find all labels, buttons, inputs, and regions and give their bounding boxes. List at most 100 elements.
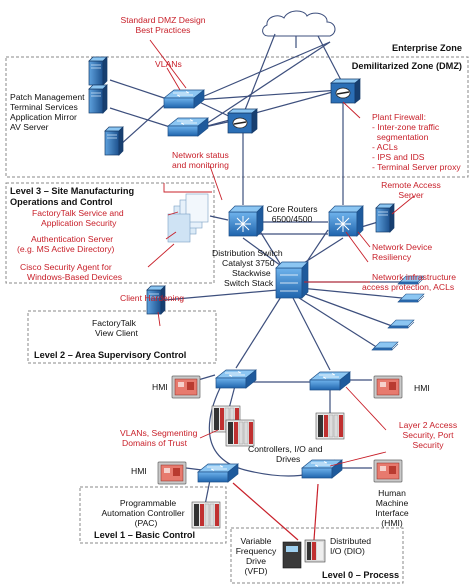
dist-switch-label-line2: Catalyst 3750: [222, 258, 275, 268]
callout-firewall-line4: - ACLs: [372, 142, 398, 152]
hmi-full-label-line3: Interface: [375, 508, 409, 518]
callout-dmz-best-practices: Standard DMZ Design Best Practices: [120, 15, 205, 35]
level3-zone: Level 3 – Site Manufacturing Operations …: [5, 182, 215, 284]
core-routers-label: Core Routers 6500/4500: [266, 204, 317, 224]
callout-factorytalk-line1: FactoryTalk Service and: [32, 208, 124, 218]
callout-auth-server: Authentication Server (e.g. MS Active Di…: [17, 234, 115, 254]
callout-remote-line2: Server: [398, 190, 423, 200]
dist-switch-label-line4: Switch Stack: [224, 278, 274, 288]
callout-vlans-trust-line2: Domains of Trust: [122, 438, 188, 448]
callout-network-status: Network status and monitoring: [172, 150, 229, 170]
callout-firewall-line6: - Terminal Server proxy: [372, 162, 461, 172]
distribution-switch-label: Distribution Switch Catalyst 3750 Stackw…: [212, 248, 283, 288]
hmi-label-right-upper: HMI: [414, 383, 430, 393]
callout-resiliency-line2: Resiliency: [372, 252, 412, 262]
hmi-label-left-lower: HMI: [131, 466, 147, 476]
controllers-label-line2: Drives: [276, 454, 300, 464]
core-routers-label-line1: Core Routers: [266, 204, 317, 214]
dmz-servers-label: Patch Management Terminal Services Appli…: [10, 92, 85, 132]
vfd-label-line2: Frequency: [236, 546, 277, 556]
level3-label-line1: Level 3 – Site Manufacturing: [10, 186, 134, 196]
callout-l2-line1: Layer 2 Access: [399, 420, 457, 430]
dio-module-icon: [304, 539, 326, 563]
dio-label-line2: I/O (DIO): [330, 546, 365, 556]
level1-zone: Level 1 – Basic Control: [79, 486, 227, 544]
enterprise-zone: Enterprise Zone: [392, 43, 462, 53]
dmz-firewall-icons: [227, 78, 361, 134]
dmz-switch-icons: [163, 89, 209, 137]
callout-vlans: VLANs: [155, 59, 182, 69]
dist-switch-label-line3: Stackwise: [232, 268, 271, 278]
callout-firewall-line3: segmentation: [372, 132, 429, 142]
level1-label: Level 1 – Basic Control: [94, 530, 195, 540]
level2-label: Level 2 – Area Supervisory Control: [34, 350, 186, 360]
callout-net-status-line1: Network status: [172, 150, 229, 160]
hmi-full-label-line4: (HMI): [381, 518, 403, 528]
hmi-full-label-line2: Machine: [376, 498, 409, 508]
callout-infra-line2: access protection, ACLs: [362, 282, 454, 292]
callout-auth-line1: Authentication Server: [31, 234, 113, 244]
vfd-drive-icon: [282, 541, 302, 569]
factorytalk-client-label: FactoryTalk View Client: [92, 318, 138, 338]
vfd-label-line4: (VFD): [245, 566, 268, 576]
callout-client-hardening: Client Hardening: [120, 293, 184, 303]
callout-l2-line2: Security, Port: [403, 430, 455, 440]
callout-dmz-best-line1: Standard DMZ Design: [120, 15, 205, 25]
pac-label-line1: Programmable: [120, 498, 177, 508]
callout-auth-line2: (e.g. MS Active Directory): [17, 244, 115, 254]
enterprise-zone-label: Enterprise Zone: [392, 43, 462, 53]
callout-l2-line3: Security: [412, 440, 444, 450]
callout-cisco-line2: Windows-Based Devices: [27, 272, 122, 282]
callout-remote-access: Remote Access Server: [381, 180, 441, 200]
vfd-label: Variable Frequency Drive (VFD): [236, 536, 277, 576]
callout-firewall-line5: - IPS and IDS: [372, 152, 425, 162]
dmz-zone-label: Demilitarized Zone (DMZ): [352, 61, 462, 71]
callout-plant-firewall: Plant Firewall: - Inter-zone traffic seg…: [372, 112, 461, 172]
remote-access-server-icon: [375, 203, 395, 233]
callout-cisco-agent: Cisco Security Agent for Windows-Based D…: [20, 262, 122, 282]
callout-net-status-line2: and monitoring: [172, 160, 229, 170]
callout-vlans-trust: VLANs, Segmenting Domains of Trust: [120, 428, 198, 448]
callout-dmz-best-line2: Best Practices: [136, 25, 191, 35]
core-routers-label-line2: 6500/4500: [272, 214, 313, 224]
callout-firewall-line1: Plant Firewall:: [372, 112, 426, 122]
hmi-label-left-upper: HMI: [152, 382, 168, 392]
level3-label-line2: Operations and Control: [10, 197, 113, 207]
dmz-server-label-3: Application Mirror: [10, 112, 77, 122]
callout-factorytalk-line2: Application Security: [41, 218, 117, 228]
dio-label-line1: Distributed: [330, 536, 371, 546]
dmz-server-label-2: Terminal Services: [10, 102, 78, 112]
hmi-full-label: Human Machine Interface (HMI): [375, 488, 409, 528]
pac-label-line3: (PAC): [135, 518, 158, 528]
level0-label: Level 0 – Process: [322, 570, 399, 580]
level0-zone-border: [230, 527, 404, 584]
level3-server-stack-icon: [167, 193, 209, 243]
factorytalk-client-label-line2: View Client: [95, 328, 138, 338]
dist-switch-label-line1: Distribution Switch: [212, 248, 283, 258]
dmz-server-label-1: Patch Management: [10, 92, 85, 102]
callout-resiliency-line1: Network Device: [372, 242, 432, 252]
level1-zone-border: [79, 486, 227, 544]
dio-label: Distributed I/O (DIO): [330, 536, 371, 556]
controllers-label-line1: Controllers, I/O and: [248, 444, 323, 454]
callout-remote-line1: Remote Access: [381, 180, 441, 190]
vfd-label-line3: Drive: [246, 556, 266, 566]
distribution-switch-stack-icon: [275, 261, 309, 299]
level3-zone-border: [5, 182, 215, 284]
callout-firewall-line2: - Inter-zone traffic: [372, 122, 440, 132]
callout-vlans-trust-line1: VLANs, Segmenting: [120, 428, 198, 438]
pac-label: Programmable Automation Controller (PAC): [101, 498, 184, 528]
callout-pointers: [147, 39, 415, 467]
dmz-zone: Demilitarized Zone (DMZ): [5, 56, 469, 178]
dmz-server-icons: [88, 56, 124, 156]
callout-network-resiliency: Network Device Resiliency: [372, 242, 432, 262]
callout-l2-security: Layer 2 Access Security, Port Security: [399, 420, 457, 450]
hmi-full-label-line1: Human: [378, 488, 406, 498]
dmz-server-label-4: AV Server: [10, 122, 49, 132]
level2-zone: Level 2 – Area Supervisory Control: [27, 310, 217, 364]
callout-cisco-line1: Cisco Security Agent for: [20, 262, 112, 272]
callout-infra-line1: Network infrastructure: [372, 272, 456, 282]
callout-factorytalk-service: FactoryTalk Service and Application Secu…: [32, 208, 124, 228]
